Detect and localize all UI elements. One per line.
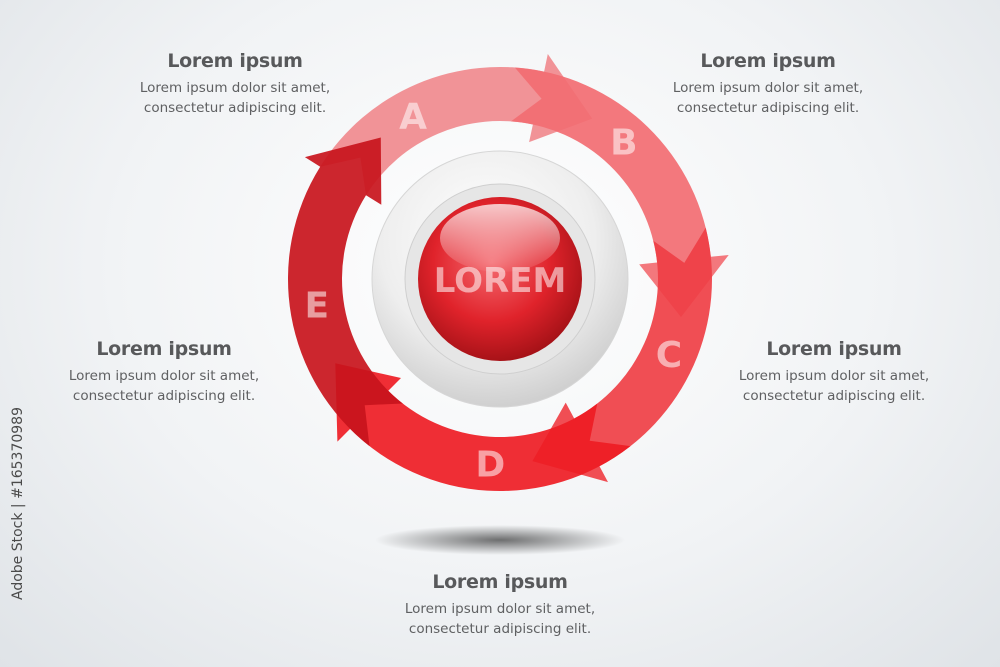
text-block-e-body: Lorem ipsum dolor sit amet, consectetur … — [24, 366, 304, 406]
center-label: LOREM — [434, 261, 567, 301]
arrow-segment-a — [320, 54, 593, 196]
segment-letters: A B C D E — [305, 97, 683, 486]
text-block-d: Lorem ipsum Lorem ipsum dolor sit amet, … — [360, 571, 640, 639]
center-ball-gloss — [440, 204, 560, 272]
arrow-segment-e — [287, 137, 403, 447]
stock-credit: Adobe Stock | #165370989 — [10, 407, 26, 600]
text-block-c-body: Lorem ipsum dolor sit amet, consectetur … — [694, 366, 974, 406]
text-block-a-heading: Lorem ipsum — [167, 50, 303, 72]
text-block-e-line2: consectetur adipiscing elit. — [72, 388, 256, 404]
text-block-d-heading: Lorem ipsum — [432, 571, 568, 593]
text-block-b-line1: Lorem ipsum dolor sit amet, — [672, 80, 864, 96]
text-block-e-heading: Lorem ipsum — [96, 338, 232, 360]
text-block-e: Lorem ipsum Lorem ipsum dolor sit amet, … — [24, 338, 304, 406]
text-block-a: Lorem ipsum Lorem ipsum dolor sit amet, … — [95, 50, 375, 118]
text-block-c: Lorem ipsum Lorem ipsum dolor sit amet, … — [694, 338, 974, 406]
text-block-b-line2: consectetur adipiscing elit. — [676, 100, 860, 116]
text-block-c-line2: consectetur adipiscing elit. — [742, 388, 926, 404]
text-block-c-heading: Lorem ipsum — [766, 338, 902, 360]
text-block-d-body: Lorem ipsum dolor sit amet, consectetur … — [360, 599, 640, 639]
text-block-c-line1: Lorem ipsum dolor sit amet, — [738, 368, 930, 384]
text-block-b: Lorem ipsum Lorem ipsum dolor sit amet, … — [628, 50, 908, 118]
arrow-segment-b — [511, 67, 729, 318]
text-block-b-heading: Lorem ipsum — [700, 50, 836, 72]
text-block-d-line2: consectetur adipiscing elit. — [408, 621, 592, 637]
text-block-a-body: Lorem ipsum dolor sit amet, consectetur … — [95, 78, 375, 118]
text-block-d-line1: Lorem ipsum dolor sit amet, — [404, 601, 596, 617]
text-block-e-line1: Lorem ipsum dolor sit amet, — [68, 368, 260, 384]
segment-letter-a: A — [399, 97, 427, 138]
floor-shadow — [375, 525, 625, 555]
text-block-b-body: Lorem ipsum dolor sit amet, consectetur … — [628, 78, 908, 118]
segment-letter-d: D — [475, 445, 505, 486]
segment-letter-b: B — [610, 123, 637, 164]
text-block-a-line2: consectetur adipiscing elit. — [143, 100, 327, 116]
arrow-segment-d — [335, 363, 631, 492]
arrow-segments — [287, 54, 729, 492]
text-block-a-line1: Lorem ipsum dolor sit amet, — [139, 80, 331, 96]
segment-letter-c: C — [656, 335, 682, 376]
segment-letter-e: E — [305, 286, 330, 327]
